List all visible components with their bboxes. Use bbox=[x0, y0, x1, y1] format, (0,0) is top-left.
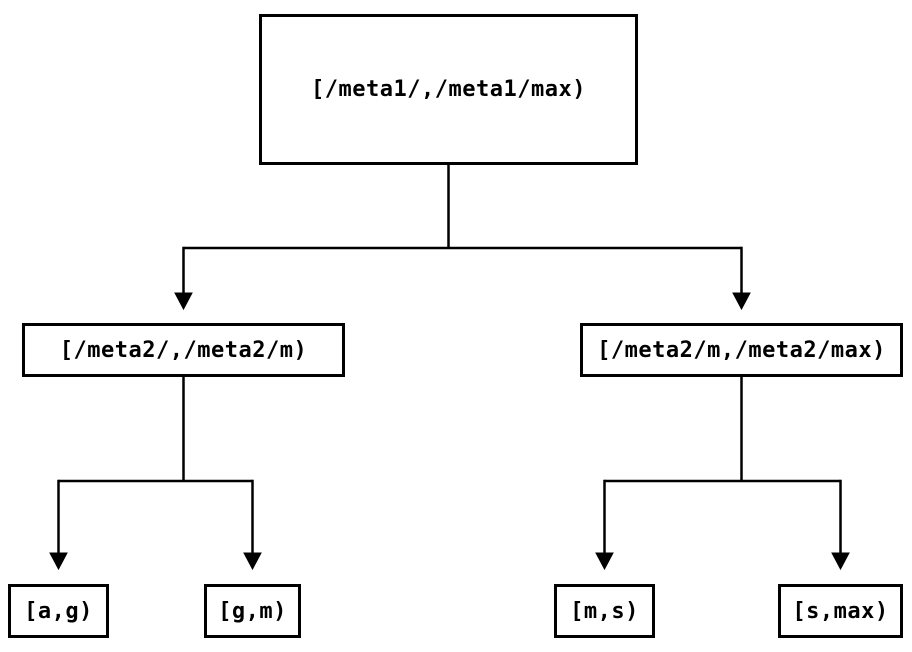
arrowhead bbox=[243, 552, 262, 571]
tree-node-leaf-gm-label: [g,m) bbox=[218, 598, 287, 624]
tree-node-leaf-ms: [m,s) bbox=[554, 584, 655, 638]
tree-node-leaf-ms-label: [m,s) bbox=[570, 598, 639, 624]
tree-node-meta2-right-label: [/meta2/m,/meta2/max) bbox=[597, 337, 886, 363]
tree-node-leaf-smax-label: [s,max) bbox=[792, 598, 889, 624]
tree-node-leaf-gm: [g,m) bbox=[204, 584, 301, 638]
tree-node-meta2-left: [/meta2/,/meta2/m) bbox=[22, 323, 345, 377]
arrowhead bbox=[732, 292, 751, 311]
tree-node-leaf-ag-label: [a,g) bbox=[24, 598, 93, 624]
tree-node-root: [/meta1/,/meta1/max) bbox=[259, 14, 638, 165]
arrowhead bbox=[595, 552, 614, 571]
edge-root-to-children bbox=[174, 165, 751, 311]
edge-meta2-left-to-children bbox=[49, 377, 262, 571]
arrowhead bbox=[831, 552, 850, 571]
tree-node-meta2-left-label: [/meta2/,/meta2/m) bbox=[59, 337, 308, 363]
tree-node-meta2-right: [/meta2/m,/meta2/max) bbox=[580, 323, 903, 377]
arrowhead bbox=[49, 552, 68, 571]
arrowhead bbox=[174, 292, 193, 311]
tree-node-root-label: [/meta1/,/meta1/max) bbox=[311, 77, 586, 102]
tree-node-leaf-ag: [a,g) bbox=[8, 584, 109, 638]
tree-node-leaf-smax: [s,max) bbox=[778, 584, 903, 638]
edge-meta2-right-to-children bbox=[595, 377, 850, 571]
